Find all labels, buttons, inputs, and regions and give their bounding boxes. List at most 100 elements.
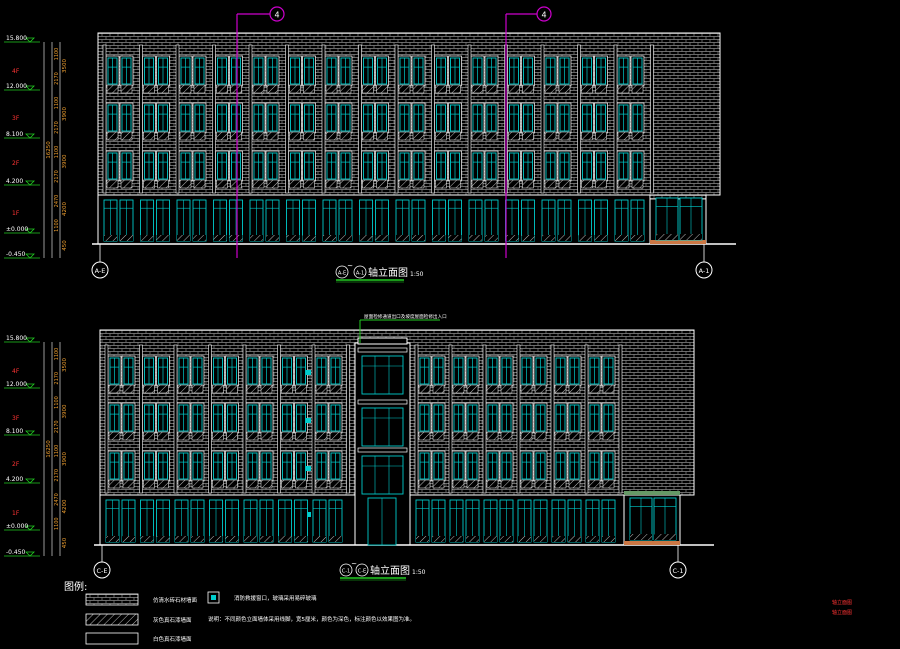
window	[107, 402, 122, 441]
dimension-sub-value: 1100	[54, 348, 60, 361]
window-sill-panel	[193, 179, 206, 189]
pilaster	[285, 44, 289, 194]
window	[485, 355, 500, 394]
elevation-bottom: 屋面检修通道出口及坡度屋面检修出入口 C-E C-1 C-1 ~ C-E 轴立面…	[4, 313, 714, 581]
window-sill-panel	[303, 179, 315, 189]
window	[484, 55, 499, 94]
window	[328, 402, 343, 441]
shop-window	[302, 199, 316, 242]
window-sill-panel	[193, 131, 206, 141]
window	[594, 55, 608, 94]
window-sill-panel	[631, 131, 644, 141]
svg-text:~: ~	[351, 560, 357, 568]
window	[465, 355, 480, 394]
legend-swatch-brick	[85, 593, 139, 606]
window-sill-panel	[191, 479, 204, 489]
window-sill-panel	[315, 384, 328, 394]
window	[434, 150, 448, 189]
shop-window	[411, 199, 426, 242]
window-sill-panel	[252, 84, 265, 94]
floor-label: 2F	[12, 461, 20, 468]
window	[338, 150, 353, 189]
window-sill-panel	[581, 84, 593, 94]
level-markers: 15.80012.0008.1004.200±0.000-0.4504F3F2F…	[4, 335, 40, 557]
legend: 图例: 仿清水砖石材墙面 灰色真石漆墙面 白色真石漆墙面 消防救援窗口，玻璃采用…	[64, 580, 415, 645]
window	[251, 102, 266, 141]
section-mark-label: 4	[541, 11, 546, 20]
shop-window	[551, 499, 566, 543]
dimension-total: 16250	[46, 440, 52, 458]
dimension-value: 450	[62, 537, 68, 548]
pilaster	[346, 344, 350, 494]
shop-window	[265, 199, 280, 242]
window-sill-panel	[376, 84, 388, 94]
floor-label: 3F	[12, 115, 20, 122]
window-sill-panel	[534, 431, 547, 441]
fire-rescue-window-icon	[306, 370, 311, 375]
window	[265, 102, 280, 141]
dimension-value: 4200	[62, 499, 68, 513]
window-sill-panel	[295, 384, 307, 394]
pilaster	[358, 44, 362, 194]
shop-window	[338, 199, 353, 242]
shop-window	[679, 197, 703, 241]
window-sill-panel	[544, 179, 557, 189]
window-sill-panel	[260, 479, 273, 489]
shop-window	[174, 499, 189, 543]
window	[142, 55, 156, 94]
window	[302, 102, 316, 141]
window-sill-panel	[157, 431, 169, 441]
dimension-sub-value: 2170	[54, 469, 60, 482]
shop-window	[483, 499, 498, 543]
window	[215, 150, 229, 189]
section-mark-label: 4	[274, 11, 279, 20]
window	[176, 450, 191, 489]
dimension-sub-value: 1100	[54, 396, 60, 409]
window-sill-panel	[281, 431, 293, 441]
window-sill-panel	[435, 131, 447, 141]
window	[397, 150, 412, 189]
window	[533, 450, 548, 489]
window	[616, 150, 631, 189]
window-sill-panel	[177, 431, 190, 441]
window-sill-panel	[452, 479, 465, 489]
window-sill-panel	[508, 179, 520, 189]
window-sill-panel	[108, 384, 121, 394]
window	[411, 150, 426, 189]
shop-window	[415, 499, 430, 543]
window	[156, 355, 170, 394]
shop-window	[103, 199, 118, 242]
window	[176, 402, 191, 441]
window	[397, 55, 412, 94]
window	[229, 150, 243, 189]
shop-window	[395, 199, 410, 242]
window-sill-panel	[252, 131, 265, 141]
window	[314, 402, 329, 441]
pilaster	[414, 344, 419, 494]
window	[245, 355, 260, 394]
window-sill-panel	[325, 84, 338, 94]
window-sill-panel	[106, 179, 119, 189]
shop-window	[655, 197, 679, 241]
window	[265, 150, 280, 189]
window-sill-panel	[143, 84, 155, 94]
window-sill-panel	[329, 384, 342, 394]
level-marker: ±0.000	[4, 226, 40, 234]
level-value: 15.800	[6, 35, 27, 42]
shop-window	[156, 499, 170, 543]
pilaster	[208, 344, 212, 494]
window	[105, 55, 120, 94]
window	[324, 150, 339, 189]
window-sill-panel	[120, 131, 133, 141]
window	[587, 355, 602, 394]
window-sill-panel	[418, 384, 431, 394]
shop-window	[190, 499, 205, 543]
window-sill-panel	[329, 431, 342, 441]
window	[107, 355, 122, 394]
shop-window	[432, 199, 446, 242]
window	[121, 355, 136, 394]
window	[229, 55, 243, 94]
window-sill-panel	[471, 131, 484, 141]
stair-tower-windows	[357, 347, 408, 546]
window	[324, 102, 339, 141]
